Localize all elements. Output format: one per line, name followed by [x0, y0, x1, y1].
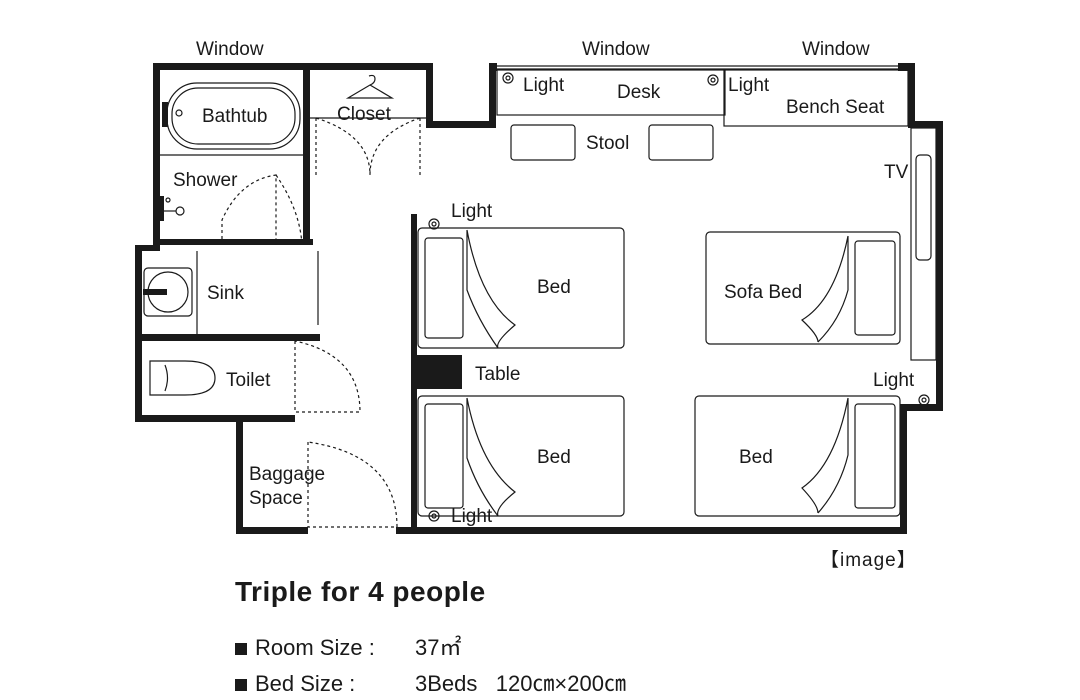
- tv-icon: [910, 127, 937, 361]
- light-icon: [428, 72, 930, 522]
- bed-size-row: Bed Size : 3Beds 120㎝×200㎝: [235, 666, 626, 698]
- bed-size-value: 3Beds 120㎝×200㎝: [415, 671, 626, 696]
- room-size-value: 37㎡: [415, 635, 462, 660]
- table: [417, 355, 462, 389]
- bed-icon: [417, 395, 625, 517]
- bench-seat-label: Bench Seat: [786, 97, 885, 118]
- shower-label: Shower: [173, 170, 238, 191]
- light-label: Light: [873, 370, 915, 391]
- hanger-icon: [345, 74, 395, 99]
- toilet-label: Toilet: [226, 370, 271, 391]
- bathtub-label: Bathtub: [202, 106, 268, 127]
- room-size-row: Room Size : 37㎡: [235, 630, 461, 662]
- sink-icon: [143, 267, 193, 317]
- table-label: Table: [475, 364, 520, 385]
- light-label: Light: [451, 201, 493, 222]
- light-label: Light: [523, 75, 565, 96]
- sink-label: Sink: [207, 283, 244, 304]
- light-label: Light: [451, 506, 493, 527]
- stool-label: Stool: [586, 133, 629, 154]
- sofa-bed-icon: [705, 231, 901, 345]
- baggage-label: Space: [249, 488, 303, 509]
- bed-label: Bed: [739, 447, 773, 468]
- windows: [160, 65, 898, 70]
- room-size-label: Room Size :: [255, 635, 375, 660]
- floor-plan: Window Window Window Light Desk Light Be…: [135, 39, 943, 534]
- tv-label: TV: [884, 162, 909, 183]
- baggage-label: Baggage: [249, 464, 325, 485]
- window-mid-label: Window: [582, 39, 650, 60]
- closet-label: Closet: [337, 104, 392, 125]
- desk: [496, 69, 909, 127]
- bed-icon: [694, 395, 901, 517]
- bed-icon: [417, 227, 625, 349]
- stools: [510, 124, 714, 161]
- window-right-label: Window: [802, 39, 870, 60]
- window-left-label: Window: [196, 39, 264, 60]
- bullet-square-icon: [235, 643, 247, 655]
- shower-icon: [159, 196, 185, 221]
- light-label: Light: [728, 75, 770, 96]
- bullet-square-icon: [235, 679, 247, 691]
- room-title: Triple for 4 people: [235, 576, 486, 607]
- bed-size-label: Bed Size :: [255, 671, 356, 696]
- bed-label: Bed: [537, 447, 571, 468]
- sofa-bed-label: Sofa Bed: [724, 282, 802, 303]
- bed-label: Bed: [537, 277, 571, 298]
- image-note: 【image】: [820, 550, 917, 571]
- toilet-icon: [149, 360, 216, 396]
- desk-label: Desk: [617, 82, 661, 103]
- bathtub-icon: [162, 82, 301, 150]
